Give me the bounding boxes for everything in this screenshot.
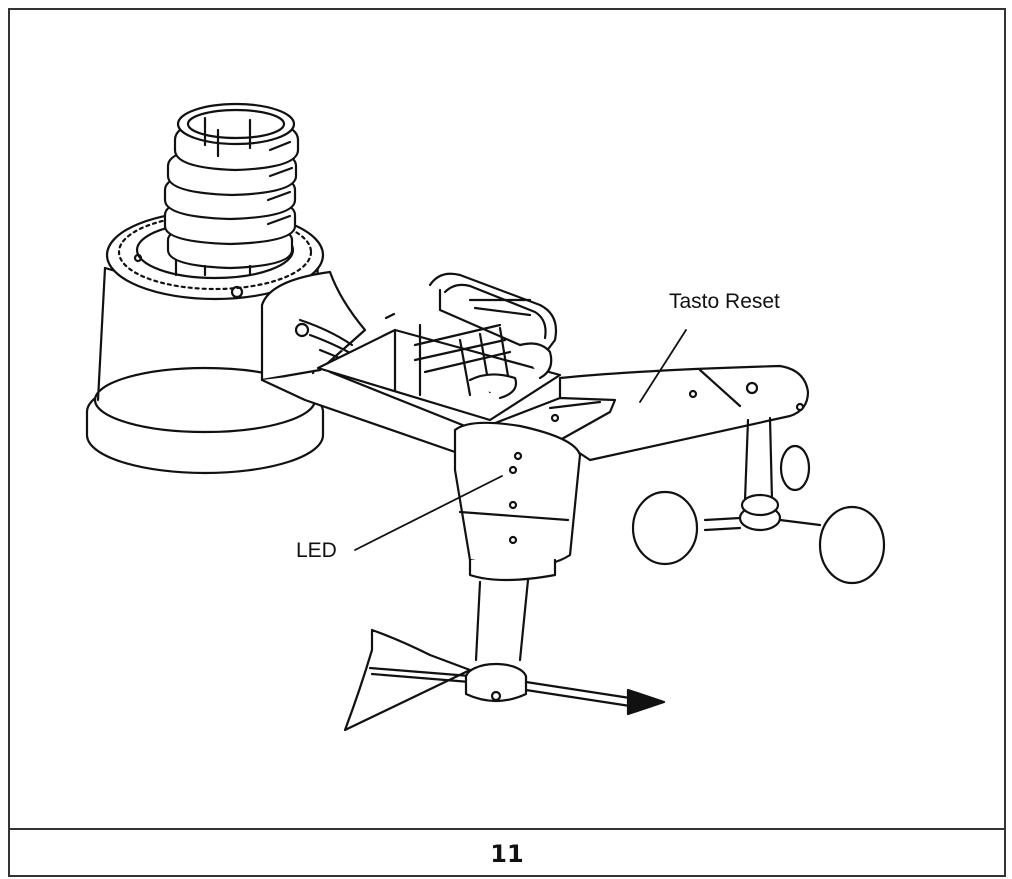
footer-divider <box>10 828 1004 830</box>
page-number: 11 <box>490 840 524 868</box>
mount-bracket <box>316 272 630 422</box>
wind-vane <box>343 578 666 732</box>
led-leader-line <box>354 475 503 551</box>
wind-cups <box>631 416 886 585</box>
reset-leader-line <box>639 329 687 403</box>
led-label: LED <box>296 539 337 562</box>
radiation-shield <box>163 102 300 277</box>
rain-collector <box>85 260 325 475</box>
main-body <box>453 421 582 582</box>
reset-button-label: Tasto Reset <box>669 290 780 313</box>
